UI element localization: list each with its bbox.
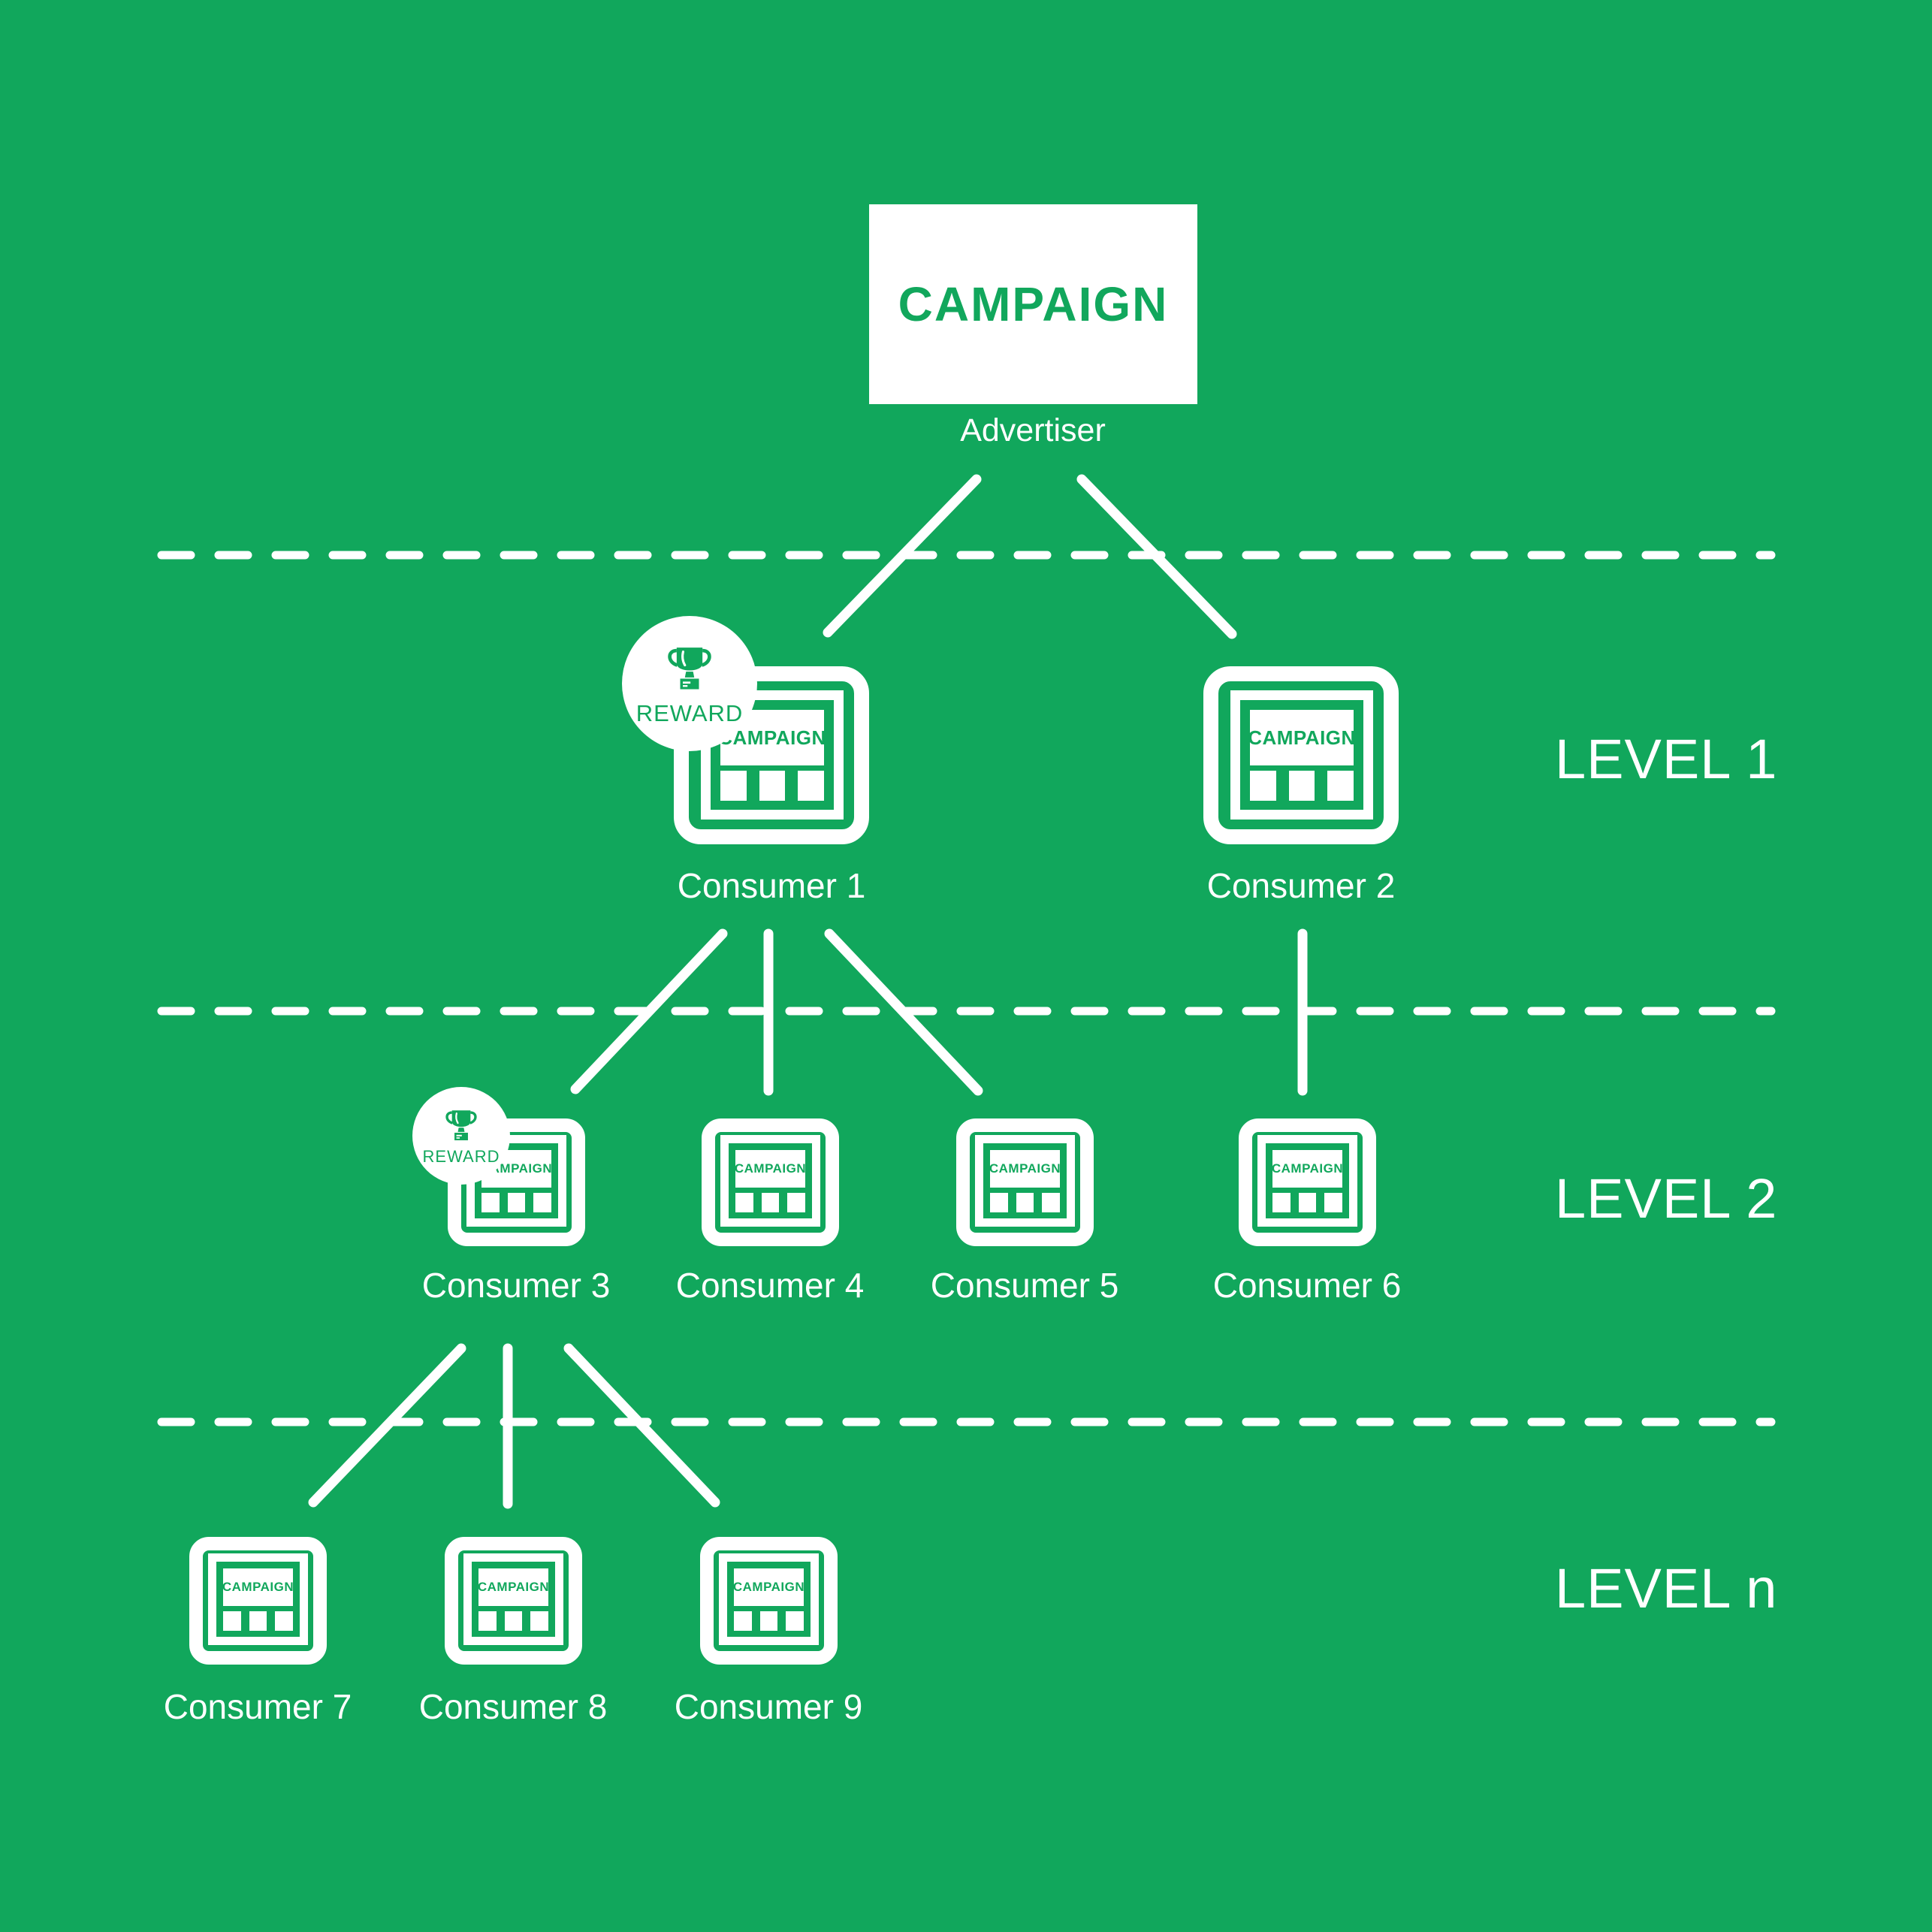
icon-header-label: CAMPAIGN <box>477 1580 550 1594</box>
icon-header-label: CAMPAIGN <box>732 1580 805 1594</box>
icon-header-label: CAMPAIGN <box>1271 1161 1344 1176</box>
reward-badge: REWARD <box>622 616 757 751</box>
campaign-window-icon: CAMPAIGN <box>189 1537 327 1665</box>
icon-square <box>1288 771 1315 801</box>
icon-header: CAMPAIGN <box>1248 710 1356 765</box>
advertiser-caption: Advertiser <box>960 412 1106 448</box>
icon-content-squares <box>1272 1193 1343 1212</box>
advertiser-campaign-box: CAMPAIGN <box>869 204 1197 404</box>
icon-square <box>504 1611 523 1631</box>
consumer-8-label: Consumer 8 <box>418 1687 608 1726</box>
icon-square <box>249 1611 267 1631</box>
icon-content-squares <box>735 1193 806 1212</box>
icon-square <box>798 771 825 801</box>
icon-header: CAMPAIGN <box>734 1150 807 1188</box>
icon-square <box>759 1611 778 1631</box>
icon-screen: CAMPAIGN <box>1257 1135 1357 1227</box>
icon-header: CAMPAIGN <box>222 1568 294 1606</box>
icon-square <box>481 1193 500 1212</box>
campaign-window-icon: CAMPAIGN <box>445 1537 582 1665</box>
consumer-1-label: Consumer 1 <box>677 866 866 905</box>
icon-square <box>1042 1193 1061 1212</box>
trophy-icon <box>445 1110 477 1141</box>
icon-square <box>530 1611 549 1631</box>
icon-square <box>761 1193 780 1212</box>
icon-square <box>1327 771 1354 801</box>
reward-badge: REWARD <box>412 1087 510 1185</box>
icon-screen: CAMPAIGN <box>463 1553 563 1645</box>
icon-content-squares <box>1250 771 1354 801</box>
icon-square <box>223 1611 241 1631</box>
icon-square <box>1298 1193 1317 1212</box>
icon-screen: CAMPAIGN <box>1230 690 1373 820</box>
icon-header-label: CAMPAIGN <box>222 1580 294 1594</box>
icon-square <box>787 1193 806 1212</box>
icon-square <box>1272 1193 1291 1212</box>
icon-header-label: CAMPAIGN <box>734 1161 807 1176</box>
consumer-4-label: Consumer 4 <box>675 1266 865 1305</box>
icon-header: CAMPAIGN <box>1271 1150 1344 1188</box>
icon-header-label: CAMPAIGN <box>1248 726 1356 749</box>
campaign-window-icon: CAMPAIGN <box>700 1537 838 1665</box>
icon-square <box>507 1193 526 1212</box>
icon-square <box>990 1193 1008 1212</box>
icon-square <box>275 1611 294 1631</box>
campaign-window-icon: CAMPAIGN <box>1239 1118 1376 1246</box>
icon-square <box>1016 1193 1034 1212</box>
icon-square <box>735 1193 753 1212</box>
icon-content-squares <box>478 1611 549 1631</box>
icon-screen: CAMPAIGN <box>719 1553 819 1645</box>
icon-header-label: CAMPAIGN <box>989 1161 1061 1176</box>
consumer-7-label: Consumer 7 <box>163 1687 352 1726</box>
level-1-label: LEVEL 1 <box>1555 728 1778 790</box>
reward-badge-label: REWARD <box>635 700 744 726</box>
icon-square <box>1250 771 1276 801</box>
trophy-icon <box>668 648 711 690</box>
icon-square <box>478 1611 497 1631</box>
icon-header: CAMPAIGN <box>732 1568 805 1606</box>
campaign-window-icon: CAMPAIGN <box>956 1118 1094 1246</box>
campaign-window-icon: CAMPAIGN <box>702 1118 839 1246</box>
consumer-9-label: Consumer 9 <box>674 1687 863 1726</box>
consumer-6-label: Consumer 6 <box>1212 1266 1402 1305</box>
icon-square <box>720 771 747 801</box>
icon-content-squares <box>720 771 825 801</box>
icon-square <box>786 1611 804 1631</box>
icon-square <box>533 1193 552 1212</box>
icon-content-squares <box>481 1193 552 1212</box>
icon-square <box>734 1611 752 1631</box>
icon-square <box>759 771 786 801</box>
icon-header: CAMPAIGN <box>989 1150 1061 1188</box>
campaign-window-icon: CAMPAIGN <box>1203 666 1399 844</box>
icon-content-squares <box>223 1611 294 1631</box>
edge-consumer3-consumer7 <box>308 1343 466 1508</box>
consumer-3-label: Consumer 3 <box>421 1266 611 1305</box>
icon-content-squares <box>990 1193 1061 1212</box>
icon-header: CAMPAIGN <box>477 1568 550 1606</box>
consumer-5-label: Consumer 5 <box>930 1266 1119 1305</box>
icon-screen: CAMPAIGN <box>975 1135 1075 1227</box>
icon-content-squares <box>734 1611 804 1631</box>
level-2-label: LEVEL 2 <box>1555 1167 1778 1230</box>
icon-square <box>1324 1193 1343 1212</box>
icon-screen: CAMPAIGN <box>208 1553 308 1645</box>
consumer-2-label: Consumer 2 <box>1206 866 1396 905</box>
reward-badge-label: REWARD <box>422 1147 500 1166</box>
icon-screen: CAMPAIGN <box>720 1135 820 1227</box>
advertiser-box-label: CAMPAIGN <box>898 277 1169 331</box>
level-n-label: LEVEL n <box>1555 1557 1778 1620</box>
